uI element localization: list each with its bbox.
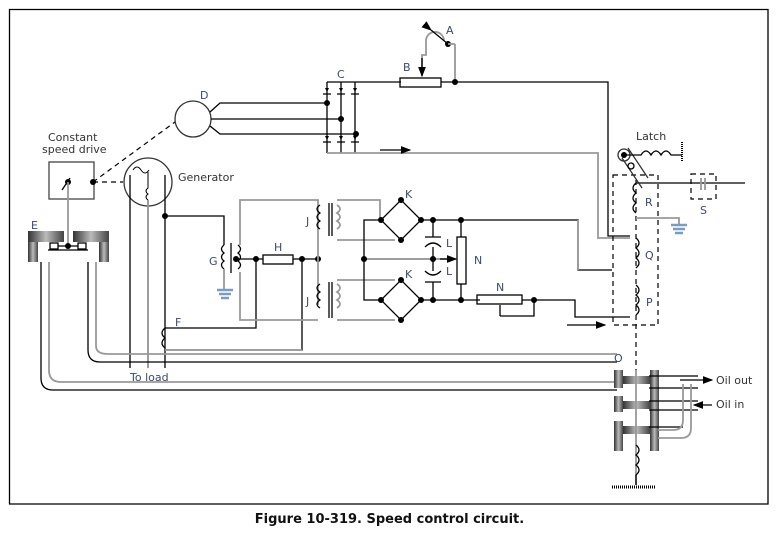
- constant-speed-drive-label-2: speed drive: [42, 143, 107, 156]
- generator-label: Generator: [178, 171, 234, 184]
- rheostat-b: [399, 21, 630, 237]
- label-q: Q: [645, 249, 654, 262]
- latch-label: Latch: [636, 130, 666, 143]
- label-l-lower: L: [446, 265, 453, 278]
- label-r: R: [645, 196, 653, 209]
- coil-p: [634, 284, 640, 316]
- label-p: P: [646, 296, 653, 309]
- switch-s: [690, 173, 717, 200]
- label-k-upper: K: [405, 188, 413, 201]
- mechanical-link-d: [92, 121, 176, 183]
- label-h: H: [274, 241, 282, 254]
- oil-line-3: [87, 262, 617, 363]
- label-n-potentiometer: N: [474, 254, 482, 267]
- servo-e: [28, 231, 109, 262]
- figure-caption: Figure 10-319. Speed control circuit.: [254, 512, 525, 527]
- figure-border-lines: [8, 8, 769, 505]
- label-d: D: [200, 89, 208, 102]
- label-e: E: [31, 219, 38, 232]
- potentiometer-n: [440, 220, 467, 300]
- oil-line-1: [40, 262, 617, 391]
- transformer-j-lower: [316, 279, 395, 321]
- transformer-j-upper: [316, 199, 395, 241]
- oil-in-label: Oil in: [716, 398, 744, 411]
- label-g: G: [209, 255, 218, 268]
- coil-r: [632, 182, 638, 214]
- label-b: B: [403, 61, 411, 74]
- coil-f: [161, 260, 303, 351]
- label-j-upper: J: [305, 215, 309, 228]
- bridge-k-lower: [378, 277, 424, 323]
- rectifier-c: [323, 81, 630, 239]
- capacitor-l: [424, 220, 442, 300]
- transformer-g: [217, 199, 319, 321]
- oil-out-label: Oil out: [716, 374, 753, 387]
- constant-speed-drive-label-1: Constant: [48, 131, 98, 144]
- rheostat-n: [476, 294, 630, 329]
- label-n-rheostat: N: [496, 281, 504, 294]
- to-load-label: To load: [129, 371, 169, 384]
- generator: [123, 157, 225, 368]
- label-o: O: [614, 352, 623, 365]
- label-l-upper: L: [446, 237, 453, 250]
- ground-r: [671, 223, 687, 235]
- resistor-h: [233, 210, 321, 305]
- label-k-lower: K: [405, 268, 413, 281]
- label-f: F: [175, 316, 181, 329]
- motor-d: [174, 100, 356, 138]
- label-s: S: [700, 204, 707, 217]
- label-j-lower: J: [305, 295, 309, 308]
- latch: [617, 142, 683, 189]
- oil-line-4: [95, 262, 617, 355]
- label-c: C: [337, 68, 345, 81]
- bridge-k-upper: [378, 197, 424, 243]
- valve-o: [612, 370, 714, 489]
- coil-q: [634, 237, 640, 269]
- label-a: A: [446, 24, 454, 37]
- oil-line-2: [48, 262, 617, 383]
